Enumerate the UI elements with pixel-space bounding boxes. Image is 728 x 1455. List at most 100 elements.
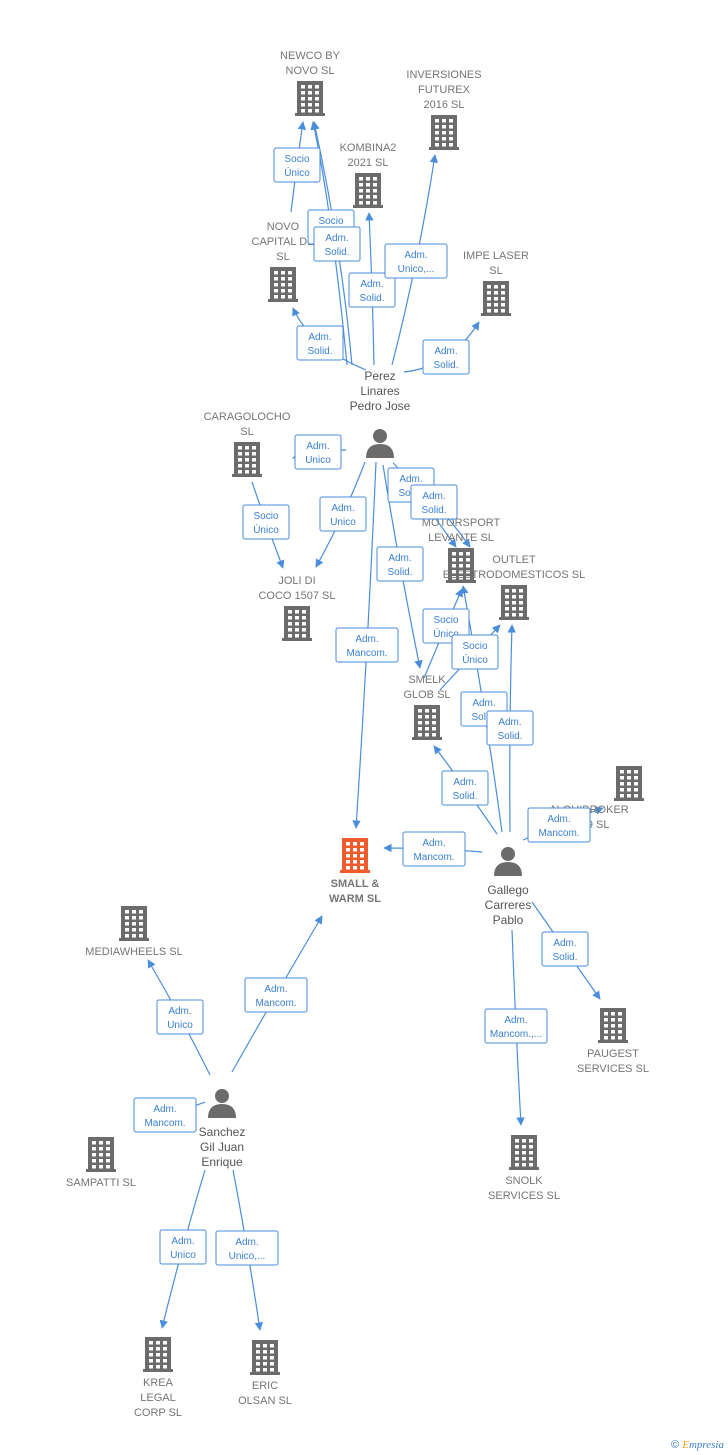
company-node-snolk[interactable]: SNOLK SERVICES SL <box>488 1135 560 1202</box>
edge-label-text: Adm. <box>355 634 378 645</box>
building-icon <box>86 1137 116 1172</box>
edge-label-text: Adm. <box>308 332 331 343</box>
company-label-line: SMALL & <box>331 878 380 890</box>
edge-label-text: Solid. <box>307 346 332 357</box>
building-icon <box>143 1337 173 1372</box>
person-icon <box>208 1089 236 1118</box>
edge-label-box[interactable]: Adm.Unico,... <box>384 243 448 279</box>
edge-label-text: Adm. <box>504 1015 527 1026</box>
edge-label-text: Mancom. <box>413 852 454 863</box>
company-label-line: FUTUREX <box>418 84 471 96</box>
company-label-line: LEGAL <box>140 1392 175 1404</box>
edge-label-text: Adm. <box>553 938 576 949</box>
company-label-line: SNOLK <box>505 1175 543 1187</box>
edge-label-box[interactable]: Adm.Unico <box>319 496 367 532</box>
company-node-mediawheels[interactable]: MEDIAWHEELS SL <box>85 906 183 958</box>
edge-label-box[interactable]: Adm.Mancom.,... <box>484 1008 548 1044</box>
company-node-caragolocho[interactable]: CARAGOLOCHO SL <box>204 411 291 477</box>
edge-label-box[interactable]: Adm.Mancom. <box>527 807 591 843</box>
edge-label-box[interactable]: Adm.Mancom. <box>402 831 466 867</box>
edge-label-box[interactable]: Adm. Unico <box>294 434 342 470</box>
edge-label-box[interactable]: Adm.Solid. <box>376 546 424 582</box>
edge-label-box[interactable]: Adm. Solid. <box>296 325 344 361</box>
edge-label-text: Socio <box>433 615 458 626</box>
edge-labels-layer: SocioÚnicoSocioÚnicoAdm.Solid.Adm.Solid.… <box>133 147 591 1266</box>
edge-label-box[interactable]: Adm.Mancom. <box>335 627 399 663</box>
company-label-line: GLOB SL <box>403 689 450 701</box>
edge-label-text: Adm. <box>325 233 348 244</box>
edge-label-box[interactable]: Adm. Solid. <box>348 272 396 308</box>
edge-label-box[interactable]: Adm.Mancom. <box>133 1097 197 1133</box>
company-label-line: SERVICES SL <box>488 1190 560 1202</box>
edge-label-text: Adm. <box>306 441 329 452</box>
edge-label-box[interactable]: Adm.Unico <box>156 999 204 1035</box>
person-icon <box>366 429 394 458</box>
edge-label-text: Adm. <box>404 250 427 261</box>
building-icon <box>119 906 149 941</box>
edge-label-text: Adm. <box>434 346 457 357</box>
edge-label-text: Adm. <box>153 1104 176 1115</box>
edge-label-box[interactable]: Adm.Solid. <box>410 484 458 520</box>
edge-label-text: Adm. <box>399 474 422 485</box>
edge-label-box[interactable]: Adm. Solid. <box>313 226 361 262</box>
edge-label-box[interactable]: Adm. Solid. <box>541 931 589 967</box>
company-label-line: COCO 1507 SL <box>258 590 335 602</box>
company-label-line: SL <box>240 426 253 438</box>
building-icon <box>282 606 312 641</box>
company-label-line: MEDIAWHEELS SL <box>85 946 182 958</box>
company-label-line: CARAGOLOCHO <box>204 411 291 423</box>
edge-label-text: Solid. <box>421 505 446 516</box>
edge-label-box[interactable]: Adm.Solid. <box>486 710 534 746</box>
person-icon <box>494 847 522 876</box>
edge-label-text: Unico,... <box>229 1251 266 1262</box>
building-icon <box>481 281 511 316</box>
edge-label-text: Adm. <box>331 503 354 514</box>
edge-label-text: Adm. <box>453 777 476 788</box>
edge-label-box[interactable]: Adm.Solid. <box>441 770 489 806</box>
person-label-line: Carreres <box>485 898 532 912</box>
edge-label-text: Adm. <box>168 1006 191 1017</box>
company-label-line: 2021 SL <box>348 157 389 169</box>
company-node-small-warm[interactable]: SMALL &WARM SL <box>329 838 381 905</box>
edge-label-text: Unico <box>170 1250 196 1261</box>
edge-label-text: Adm. <box>235 1237 258 1248</box>
edge-label-box[interactable]: Adm.Mancom. <box>244 977 308 1013</box>
building-icon <box>598 1008 628 1043</box>
edge-label-box[interactable]: Adm.Unico <box>159 1229 207 1265</box>
company-node-sampatti[interactable]: SAMPATTI SL <box>66 1137 136 1189</box>
edge-label-text: Socio <box>253 511 278 522</box>
edge-label-text: Único <box>462 653 488 666</box>
company-label-line: LEVANTE SL <box>428 532 494 544</box>
edge-label-text: Solid. <box>324 247 349 258</box>
edge-label-text: Solid. <box>552 952 577 963</box>
edge-label-box[interactable]: Adm. Unico,... <box>215 1230 279 1266</box>
edge-label-text: Solid. <box>359 293 384 304</box>
edge-label-box[interactable]: Adm.Solid. <box>422 339 470 375</box>
building-icon <box>614 766 644 801</box>
company-label-line: NOVO <box>267 221 300 233</box>
edge-label-text: Adm. <box>360 279 383 290</box>
edge-label-text: Mancom. <box>538 828 579 839</box>
person-label-line: Pablo <box>493 913 524 927</box>
edge-label-text: Mancom. <box>255 998 296 1009</box>
edge-label-text: Unico <box>305 455 331 466</box>
